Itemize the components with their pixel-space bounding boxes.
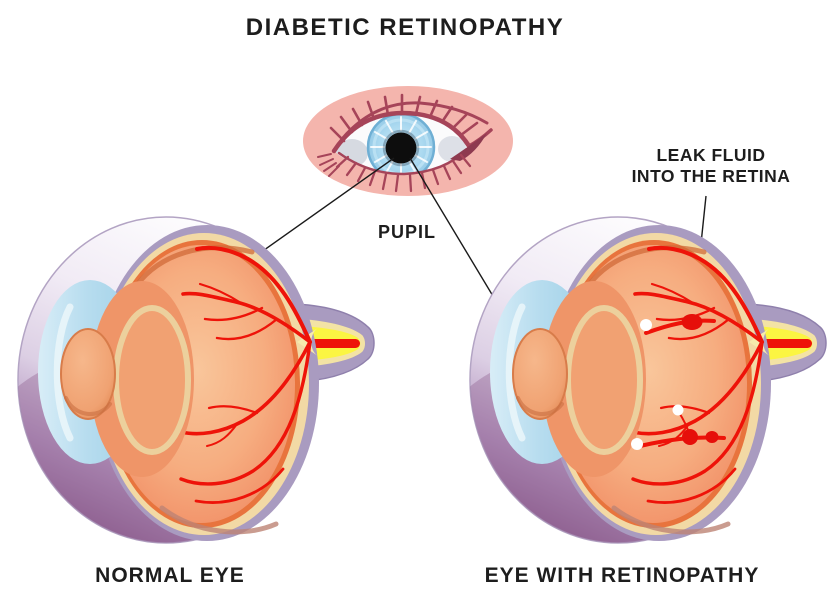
page-title: DIABETIC RETINOPATHY [246, 14, 564, 41]
outer-corner-shadow [450, 133, 487, 161]
hemorrhage-lower-1 [682, 429, 698, 445]
pupil-label: PUPIL [378, 222, 436, 242]
inner-corner-lashes [317, 153, 340, 177]
lower-eyelashes [335, 153, 472, 193]
front-eye-illustration [303, 86, 513, 196]
normal-eye-illustration [0, 217, 374, 586]
leak-fluid-label-line2: INTO THE RETINA [632, 166, 791, 186]
iris-streaks [370, 116, 432, 174]
eyelid-crease [340, 101, 489, 141]
normal-eye-caption: NORMAL EYE [95, 564, 245, 587]
retinopathy-eye-caption: EYE WITH RETINOPATHY [485, 564, 760, 587]
retinopathy-eye-illustration [428, 217, 826, 586]
retinopathy-lesions [631, 314, 726, 450]
leaking-vessel-upper [644, 318, 716, 335]
hemorrhage-lower-2 [705, 431, 719, 443]
exudate-upper [640, 319, 652, 331]
pupil-rim [382, 129, 420, 167]
hemorrhage-upper [681, 314, 703, 330]
exudate-middle [672, 404, 684, 416]
pupil [385, 132, 417, 164]
upper-eyelashes [329, 93, 479, 143]
leak-fluid-label-line1: LEAK FLUID [656, 145, 765, 165]
exudate-lower [631, 438, 643, 450]
